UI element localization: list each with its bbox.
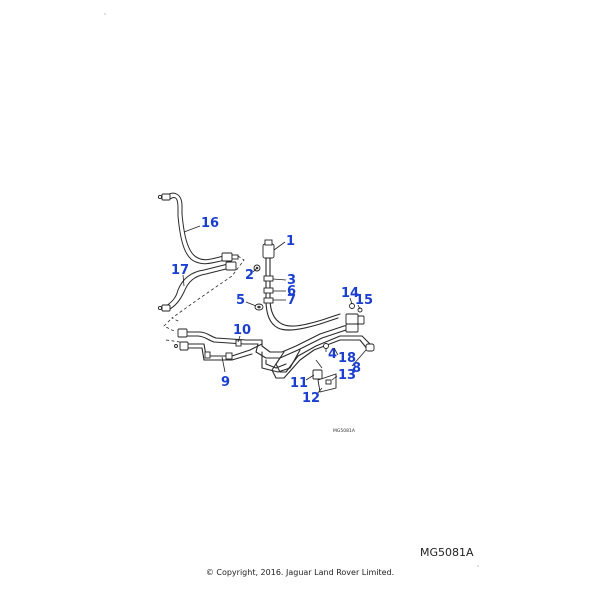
svg-text:15: 15 — [355, 293, 373, 308]
hose-16[interactable] — [157, 192, 239, 265]
svg-text:10: 10 — [233, 323, 251, 338]
svg-text:1: 1 — [286, 234, 295, 249]
svg-text:7: 7 — [287, 293, 296, 308]
callout-5: 5 — [236, 293, 257, 308]
bolt-4[interactable] — [323, 343, 329, 353]
svg-text:17: 17 — [171, 263, 189, 278]
diagram-code: MG5081A — [420, 546, 474, 559]
svg-text:12: 12 — [302, 391, 320, 406]
callout-18: 18 — [333, 347, 356, 366]
callout-12: 12 — [302, 387, 323, 406]
fitting-14[interactable] — [345, 303, 359, 333]
speck-dot — [104, 13, 106, 15]
svg-text:11: 11 — [290, 376, 308, 391]
svg-text:4: 4 — [328, 347, 337, 362]
callout-8: 8 — [351, 349, 367, 376]
connection-dash-line — [165, 339, 181, 343]
clip-5[interactable] — [254, 303, 264, 311]
copyright-notice: © Copyright, 2016. Jaguar Land Rover Lim… — [205, 568, 395, 577]
callout-4: 4 — [328, 347, 337, 362]
callout-1: 1 — [273, 234, 295, 251]
callout-17: 17 — [171, 263, 189, 287]
svg-text:3: 3 — [287, 273, 296, 288]
connection-dash-line — [171, 255, 245, 323]
svg-text:18: 18 — [338, 351, 356, 366]
callout-13: 13 — [331, 368, 356, 383]
callout-9: 9 — [221, 356, 230, 390]
svg-text:8: 8 — [352, 361, 361, 376]
callout-6: 6 — [273, 284, 296, 299]
svg-text:16: 16 — [201, 216, 219, 231]
callout-14: 14 — [341, 286, 359, 305]
riser-pipe[interactable] — [262, 239, 341, 331]
callout-16: 16 — [183, 216, 219, 233]
svg-text:9: 9 — [221, 375, 230, 390]
svg-text:6: 6 — [287, 284, 296, 299]
pipe-run[interactable] — [174, 323, 375, 379]
connection-dash-line — [163, 319, 177, 333]
callout-2: 2 — [245, 268, 257, 283]
hose-17[interactable] — [157, 261, 237, 312]
callout-11: 11 — [290, 374, 315, 391]
svg-text:14: 14 — [341, 286, 359, 301]
callout-15: 15 — [355, 293, 373, 310]
fitting-15[interactable] — [357, 307, 365, 325]
svg-text:2: 2 — [245, 268, 254, 283]
callout-3: 3 — [272, 273, 296, 288]
svg-text:13: 13 — [338, 368, 356, 383]
callout-10: 10 — [233, 323, 251, 343]
bracket-assembly[interactable] — [312, 359, 337, 393]
svg-text:5: 5 — [236, 293, 245, 308]
diagram-small-code: MG5081A — [333, 428, 356, 434]
callout-7: 7 — [273, 293, 296, 308]
speck-dot — [477, 565, 479, 567]
